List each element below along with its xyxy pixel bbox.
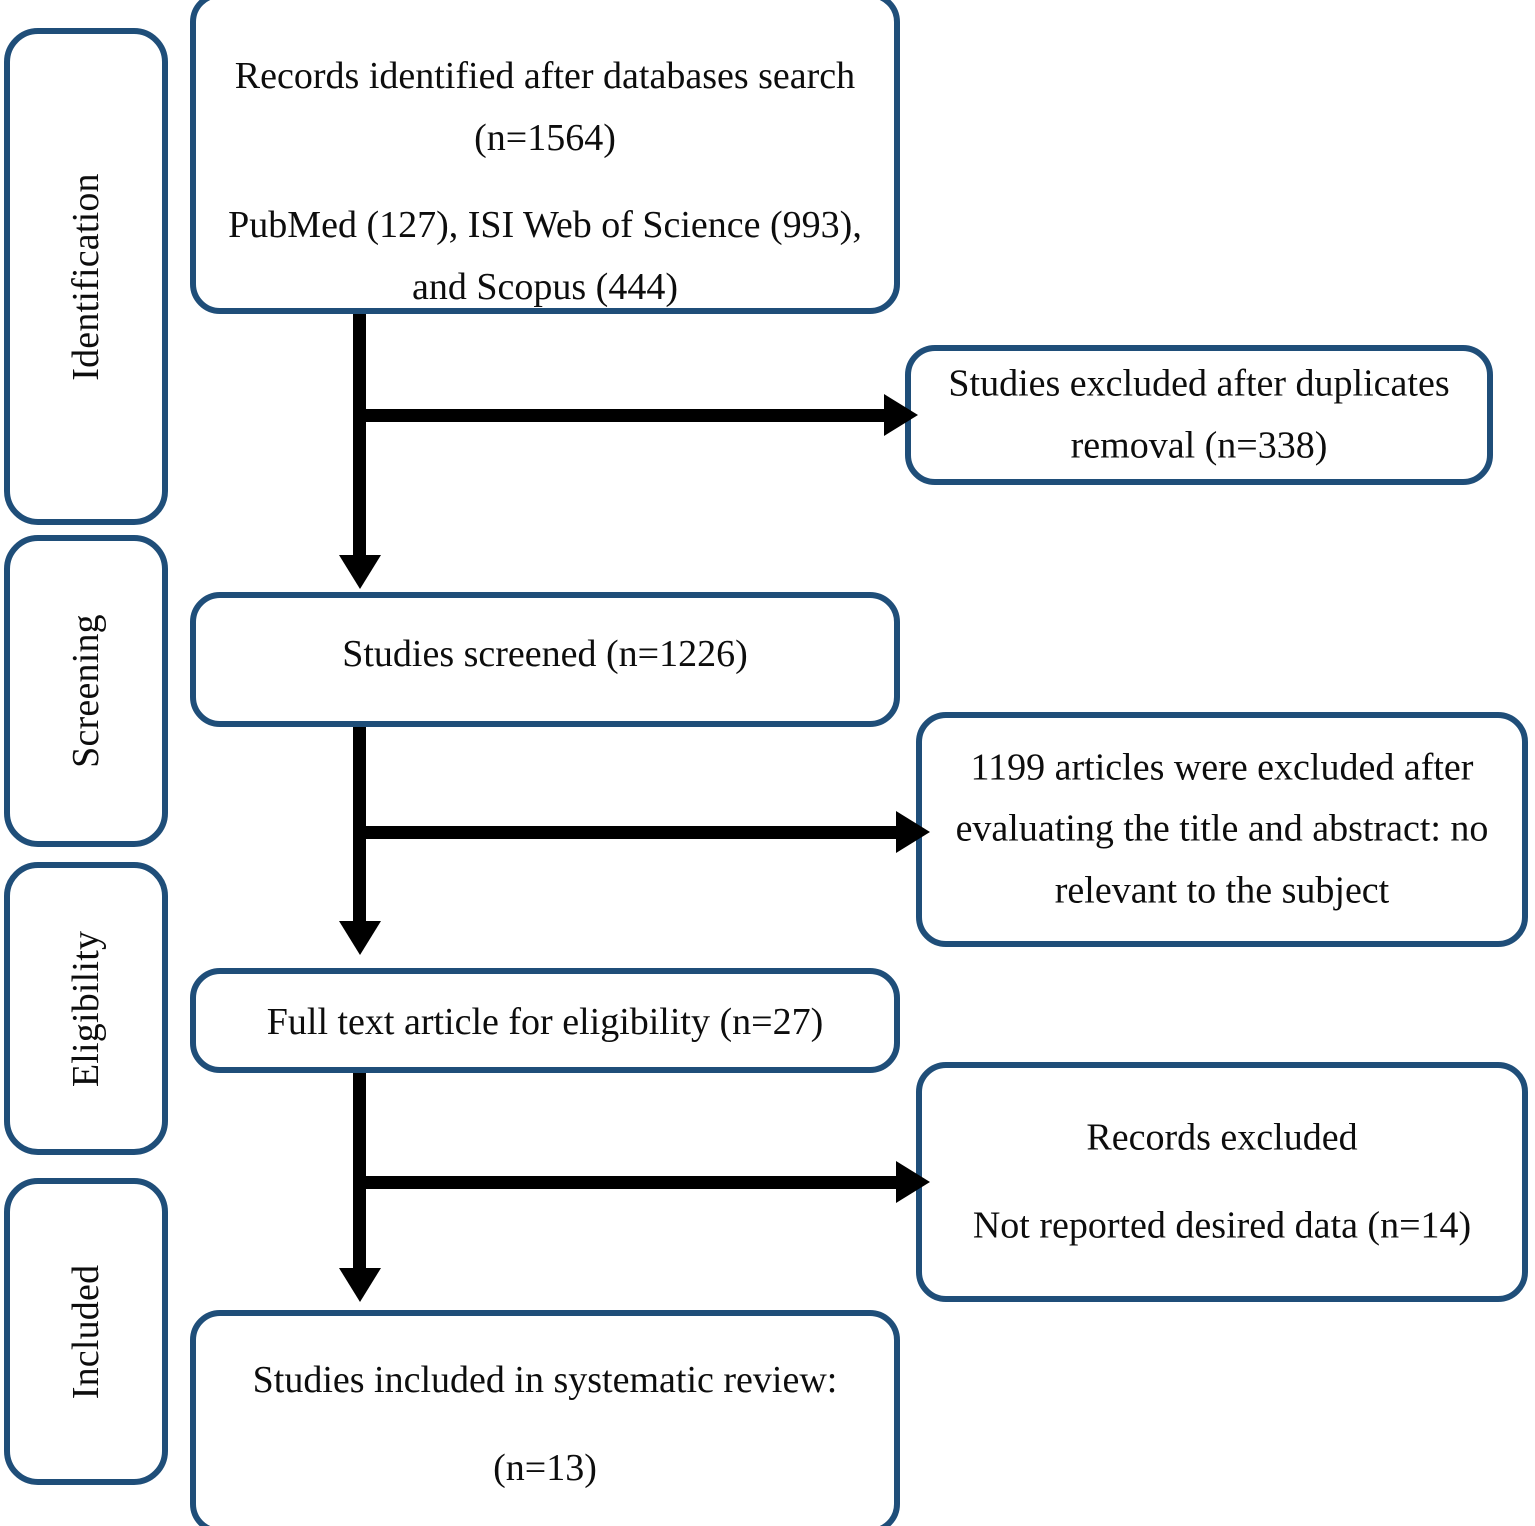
- connector-screened-to-eligibility-arrowhead: [339, 921, 381, 955]
- exclusion-box-title-abstract: 1199 articles were excluded after evalua…: [916, 712, 1528, 947]
- flow-box-studies-screened: Studies screened (n=1226): [190, 592, 900, 727]
- text-gap: [196, 1412, 894, 1438]
- duplicates-removed-text: Studies excluded after duplicates remova…: [911, 353, 1487, 476]
- stage-label-included: Included: [65, 1264, 107, 1399]
- stage-label-eligibility: Eligibility: [65, 930, 107, 1087]
- title-abstract-excluded-line-3: relevant to the subject: [1054, 869, 1390, 912]
- duplicates-removed-line-2: removal (n=338): [1070, 424, 1328, 466]
- connector-to-records-excluded-arrowhead: [896, 1161, 930, 1203]
- records-excluded-text: Records excluded Not reported desired da…: [922, 1107, 1522, 1256]
- records-excluded-line-2: Not reported desired data (n=14): [972, 1204, 1472, 1246]
- stage-label-screening: Screening: [65, 614, 107, 768]
- connector-to-records-excluded-line: [360, 1176, 902, 1189]
- connector-to-duplicates-line: [360, 409, 889, 422]
- records-identified-line-1: Records identified after databases searc…: [234, 55, 856, 97]
- full-text-eligibility-line-1: Full text article for eligibility (n=27): [266, 1001, 824, 1043]
- studies-included-text: Studies included in systematic review: (…: [196, 1350, 894, 1499]
- stage-box-identification: Identification: [4, 28, 168, 525]
- title-abstract-excluded-line-2: evaluating the title and abstract: no: [955, 807, 1489, 850]
- records-identified-text: Records identified after databases searc…: [196, 46, 894, 318]
- text-gap: [196, 169, 894, 195]
- records-identified-line-2: (n=1564): [474, 116, 616, 159]
- stage-box-eligibility: Eligibility: [4, 862, 168, 1155]
- studies-included-line-2: (n=13): [493, 1446, 597, 1489]
- connector-screened-to-eligibility-line: [353, 727, 366, 925]
- stage-box-screening: Screening: [4, 535, 168, 847]
- studies-included-line-1: Studies included in systematic review:: [252, 1359, 838, 1401]
- connector-eligibility-to-included-arrowhead: [339, 1268, 381, 1302]
- connector-to-title-abstract-arrowhead: [896, 811, 930, 853]
- connector-to-duplicates-arrowhead: [884, 394, 918, 436]
- studies-screened-line-1: Studies screened (n=1226): [342, 633, 748, 675]
- connector-identified-to-screened-arrowhead: [339, 555, 381, 589]
- records-identified-line-4: and Scopus (444): [412, 265, 678, 308]
- studies-screened-text: Studies screened (n=1226): [196, 624, 894, 686]
- duplicates-removed-line-1: Studies excluded after duplicates: [948, 362, 1450, 405]
- stage-label-identification: Identification: [65, 172, 107, 381]
- text-gap: [922, 1169, 1522, 1195]
- records-identified-line-3: PubMed (127), ISI Web of Science (993),: [228, 204, 862, 247]
- exclusion-box-duplicates-removed: Studies excluded after duplicates remova…: [905, 345, 1493, 485]
- connector-to-title-abstract-line: [360, 826, 902, 839]
- flow-box-records-identified: Records identified after databases searc…: [190, 0, 900, 314]
- records-excluded-line-1: Records excluded: [1086, 1116, 1358, 1159]
- flow-box-studies-included: Studies included in systematic review: (…: [190, 1310, 900, 1526]
- title-abstract-excluded-line-1: 1199 articles were excluded after: [970, 746, 1474, 789]
- full-text-eligibility-text: Full text article for eligibility (n=27): [196, 992, 894, 1054]
- title-abstract-excluded-text: 1199 articles were excluded after evalua…: [922, 737, 1522, 922]
- connector-eligibility-to-included-line: [353, 1073, 366, 1272]
- connector-identified-to-screened-line: [353, 314, 366, 559]
- stage-box-included: Included: [4, 1178, 168, 1485]
- flow-box-full-text-eligibility: Full text article for eligibility (n=27): [190, 968, 900, 1073]
- exclusion-box-records-excluded: Records excluded Not reported desired da…: [916, 1062, 1528, 1302]
